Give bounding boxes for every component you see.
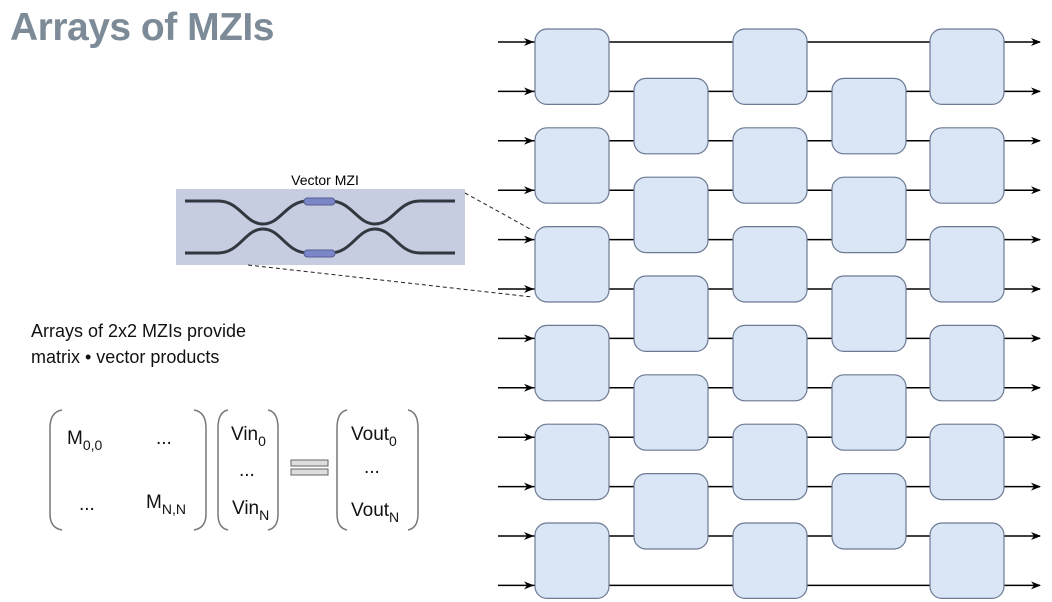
mzi-block (534, 522, 610, 600)
mzi-block (732, 127, 808, 204)
vout-right-bracket (407, 409, 419, 531)
description: Arrays of 2x2 MZIs provide matrix • vect… (31, 318, 246, 370)
inset-label: Vector MZI (291, 172, 359, 188)
vout-left-bracket (336, 409, 348, 531)
matrix-m00: M0,0 (67, 428, 103, 453)
vout-n: VoutN (351, 500, 400, 525)
mzi-block (732, 226, 808, 303)
mzi-block (633, 77, 709, 155)
mzi-block (929, 324, 1005, 402)
mzi-block (534, 127, 610, 204)
mzi-mesh (498, 28, 1041, 600)
matrix-top-right-ellipsis: ... (156, 428, 172, 449)
mzi-block (929, 226, 1005, 303)
brackets (49, 409, 419, 531)
description-line-2: matrix • vector products (31, 347, 220, 367)
mzi-block (633, 275, 709, 353)
mzi-block (633, 176, 709, 254)
matrix-left-bracket (49, 409, 63, 531)
mzi-block (929, 28, 1005, 106)
vin-0: Vin0 (231, 424, 266, 449)
zoom-line-bottom (247, 264, 533, 298)
mzi-block (633, 473, 709, 550)
mzi-block (633, 374, 709, 451)
mzi-block (732, 423, 808, 501)
vin-left-bracket (217, 409, 229, 531)
matrix-bottom-left-ellipsis: ... (79, 494, 95, 515)
phase-shifter-top (303, 197, 336, 206)
mzi-block (831, 473, 907, 550)
phase-shifter-bottom (303, 249, 336, 258)
mzi-block (732, 522, 808, 600)
vin-ellipsis: ... (239, 460, 255, 481)
mzi-block (831, 176, 907, 254)
vin-n: VinN (232, 498, 270, 523)
equals-sign (290, 459, 329, 476)
mzi-block (929, 522, 1005, 600)
mzi-block (929, 127, 1005, 204)
description-line-1: Arrays of 2x2 MZIs provide (31, 321, 247, 341)
mzi-block (831, 77, 907, 155)
vout-0: Vout0 (351, 424, 397, 449)
matrix-right-bracket (193, 409, 207, 531)
mzi-block (732, 28, 808, 106)
vout-ellipsis: ... (364, 457, 380, 478)
mzi-block (831, 275, 907, 353)
mzi-block (534, 423, 610, 501)
mzi-block (929, 423, 1005, 501)
mzi-block (534, 324, 610, 402)
slide-title: Arrays of MZIs (10, 6, 274, 49)
mzi-block (534, 28, 610, 106)
mzi-block (534, 226, 610, 303)
vin-right-bracket (267, 409, 279, 531)
zoom-line-top (464, 192, 533, 231)
vector-mzi-inset: Vector MZI (176, 172, 465, 265)
mzi-block (831, 374, 907, 451)
matrix-mnn: MN,N (146, 492, 186, 517)
mzi-block (732, 324, 808, 402)
